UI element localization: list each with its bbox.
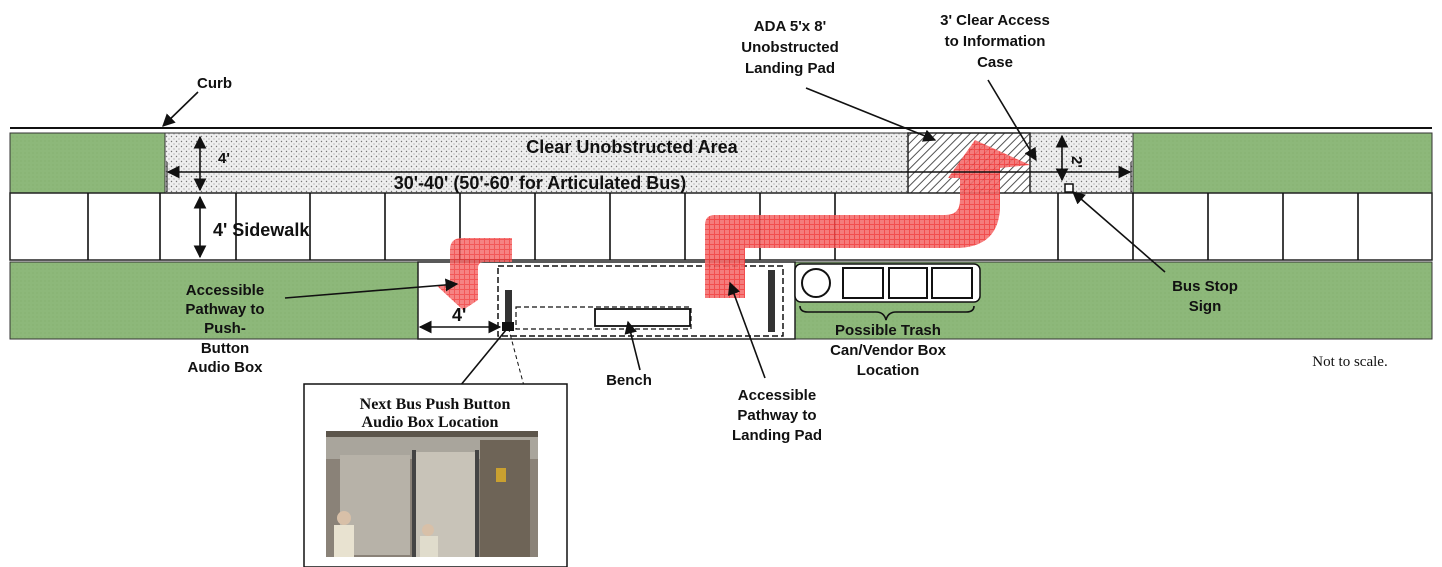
pathway-landing-label-3: Landing Pad (732, 427, 822, 444)
trash-brace (799, 305, 975, 321)
bench-label: Bench (606, 372, 652, 389)
pathway-to-push-button-arrow (436, 238, 512, 310)
grass-strip-bottom-left (9, 261, 419, 340)
clear-access-label-3: Case (977, 54, 1013, 71)
ada-pad-label-3: Landing Pad (745, 60, 835, 77)
pathway-landing-leader (727, 281, 766, 379)
pathway-push-label-2: Pathway to (185, 301, 264, 318)
inset-leader-right (508, 329, 525, 387)
four-ft-top-label: 4' (218, 150, 230, 167)
ada-pad-label-1: ADA 5'x 8' (754, 18, 826, 35)
trash-label-3: Location (857, 362, 920, 379)
shelter-right-panel (768, 270, 775, 332)
push-button-audio-box (502, 322, 514, 331)
bus-stop-sign-label-2: Sign (1189, 298, 1222, 315)
inset-title-1: Next Bus Push Button (360, 396, 511, 413)
bench-leader (624, 320, 641, 371)
four-ft-bottom-label: 4' (452, 305, 466, 325)
trash-label-1: Possible Trash (835, 322, 941, 339)
shelter-outline (497, 265, 784, 337)
pathway-to-landing-pad-arrow (705, 140, 1030, 298)
bus-stop-sign-label-1: Bus Stop (1172, 278, 1238, 295)
span-label: 30'-40' (50'-60' for Articulated Bus) (394, 173, 687, 193)
inset-leader-left (459, 329, 507, 387)
clear-access-label-2: to Information (945, 33, 1046, 50)
pathway-push-leader (284, 278, 459, 299)
audio-box-photo (326, 431, 538, 557)
pathway-push-label-3: Push- (204, 320, 246, 337)
audio-box-inset (303, 383, 568, 567)
pathway-push-label-5: Audio Box (188, 359, 264, 376)
curb-label: Curb (197, 75, 232, 92)
trash-label-2: Can/Vendor Box (830, 342, 947, 359)
pathway-landing-label-1: Accessible (738, 387, 816, 404)
bench-clearance-outline (515, 306, 692, 330)
pathway-push-label-4: Button (201, 340, 249, 357)
trash-vendor-box (794, 263, 981, 303)
pathway-push-label-1: Accessible (186, 282, 264, 299)
curb-leader (162, 91, 199, 127)
sidewalk-label: 4' Sidewalk (213, 220, 310, 240)
shelter-left-panel (505, 290, 512, 328)
bench (594, 308, 691, 327)
clear-area-label: Clear Unobstructed Area (526, 137, 738, 157)
not-to-scale-note: Not to scale. (1312, 354, 1387, 370)
clear-access-leader (987, 79, 1037, 162)
bus-stop-sign (1064, 183, 1074, 193)
inset-title-2: Audio Box Location (362, 414, 499, 431)
two-ft-label: 2' (1068, 156, 1085, 168)
ada-pad-leader (805, 87, 937, 142)
bus-stop-sign-leader (1072, 191, 1166, 273)
clear-access-label-1: 3' Clear Access (940, 12, 1050, 29)
ada-pad-label-2: Unobstructed (741, 39, 839, 56)
grass-strip-top-left (9, 132, 166, 194)
pathway-landing-label-2: Pathway to (737, 407, 816, 424)
grass-strip-top-right (1132, 132, 1433, 194)
